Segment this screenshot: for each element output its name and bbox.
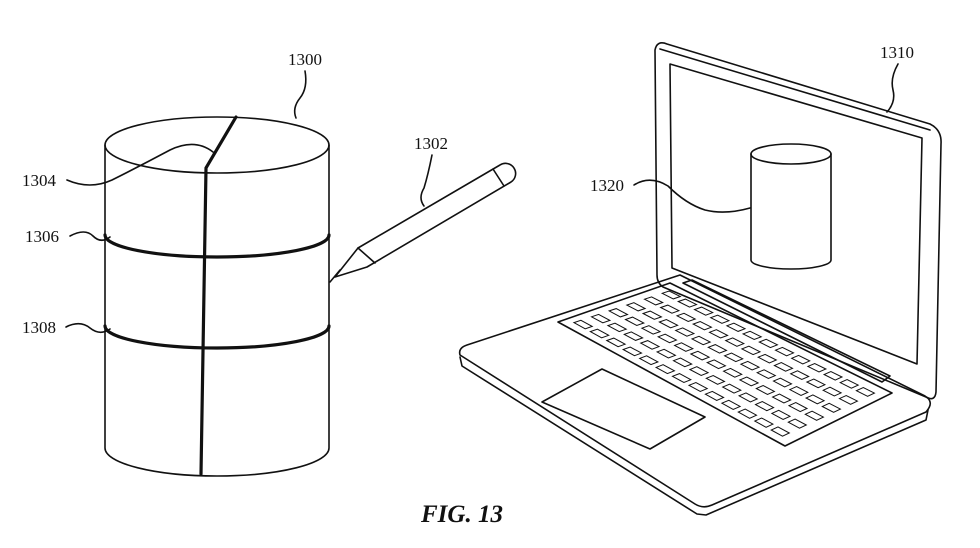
label-1310: 1310 — [880, 43, 914, 62]
leader-lines — [65, 63, 899, 334]
keyboard-key — [788, 386, 809, 396]
keyboard-key — [689, 350, 711, 361]
keyboard-key — [625, 302, 647, 312]
keyboard-key — [705, 359, 727, 370]
keyboard-key — [705, 374, 726, 385]
keyboard-key — [693, 306, 714, 316]
keyboard-key — [721, 383, 742, 394]
keyboard-key — [606, 322, 628, 333]
keyboard-key — [590, 313, 612, 324]
keyboard-key — [758, 338, 779, 349]
keyboard-key — [605, 337, 627, 348]
keyboard-key — [655, 348, 677, 359]
keyboard-key — [770, 409, 792, 420]
keyboard-key — [740, 345, 762, 356]
keyboard-key — [770, 426, 791, 437]
keyboard-key — [672, 357, 693, 368]
keyboard-key — [756, 369, 777, 380]
label-1302: 1302 — [414, 134, 448, 153]
keyboard-key — [737, 392, 759, 403]
keyboard-key — [804, 410, 825, 421]
keyboard-key — [640, 325, 662, 335]
keyboard-key — [690, 335, 712, 346]
keyboard-key — [774, 346, 795, 357]
keyboard-key — [675, 312, 697, 323]
keyboard-key — [789, 370, 810, 381]
keyboard-key — [787, 402, 809, 413]
keyboard-key — [839, 379, 860, 389]
keyboard-key — [589, 328, 610, 339]
label-1308: 1308 — [22, 318, 56, 337]
keyboard-key — [737, 408, 758, 419]
label-1306: 1306 — [25, 227, 59, 246]
keyboard-key — [643, 296, 664, 306]
keyboard-key — [804, 394, 826, 405]
keyboard-key — [790, 354, 811, 365]
label-1300: 1300 — [288, 50, 322, 69]
keyboard-key — [674, 327, 696, 337]
keyboard-key — [755, 384, 776, 395]
keyboard-key — [771, 393, 792, 404]
keyboard-key — [654, 364, 676, 375]
figure-caption: FIG. 13 — [420, 501, 503, 528]
keyboard-key — [621, 346, 643, 357]
keyboard-key — [704, 390, 725, 401]
keyboard-key — [687, 381, 709, 393]
keyboard-key — [756, 353, 778, 364]
keyboard-key — [773, 362, 794, 372]
keyboard-key — [741, 330, 763, 341]
keyboard-key — [708, 329, 729, 339]
keyboard-key — [720, 399, 742, 410]
keyboard-key — [691, 320, 713, 331]
laptop-computer — [458, 42, 942, 516]
keyboard-key — [838, 394, 859, 405]
keyboard-key — [821, 402, 842, 413]
keyboard-key — [772, 377, 793, 388]
keyboard-key — [660, 290, 682, 300]
keyboard-key — [659, 304, 681, 314]
keyboard-key — [724, 337, 746, 347]
keyboard-key — [723, 352, 744, 363]
keyboard-key — [623, 331, 644, 341]
keyboard-key — [639, 340, 661, 350]
keyboard-key — [722, 367, 743, 378]
keyboard-keys — [572, 290, 876, 437]
keyboard-key — [673, 342, 695, 352]
keyboard-key — [806, 362, 828, 373]
keyboard-key — [572, 319, 594, 330]
keyboard-key — [855, 387, 876, 397]
stylus — [329, 162, 517, 283]
keyboard-key — [822, 386, 843, 397]
keyboard-key — [754, 401, 775, 412]
keyboard-key — [641, 310, 663, 320]
keyboard-key — [656, 333, 678, 344]
keyboard-key — [658, 318, 679, 329]
virtual-cylinder-model — [750, 143, 832, 270]
label-1304: 1304 — [22, 171, 57, 190]
keyboard-key — [688, 366, 710, 377]
keyboard-key — [753, 417, 775, 428]
label-1320: 1320 — [590, 176, 624, 195]
keyboard-key — [805, 378, 827, 389]
keyboard-key — [677, 298, 698, 308]
keyboard-key — [709, 314, 731, 324]
keyboard-key — [607, 308, 629, 318]
keyboard-key — [671, 373, 692, 384]
keyboard-key — [738, 376, 760, 387]
keyboard-key — [739, 360, 761, 371]
keyboard-key — [822, 370, 844, 381]
keyboard-key — [624, 316, 646, 327]
keyboard-key — [787, 418, 808, 429]
physical-cylinder-object — [103, 115, 331, 477]
keyboard-key — [707, 344, 728, 354]
keyboard-key — [638, 355, 660, 366]
keyboard-key — [725, 322, 747, 332]
